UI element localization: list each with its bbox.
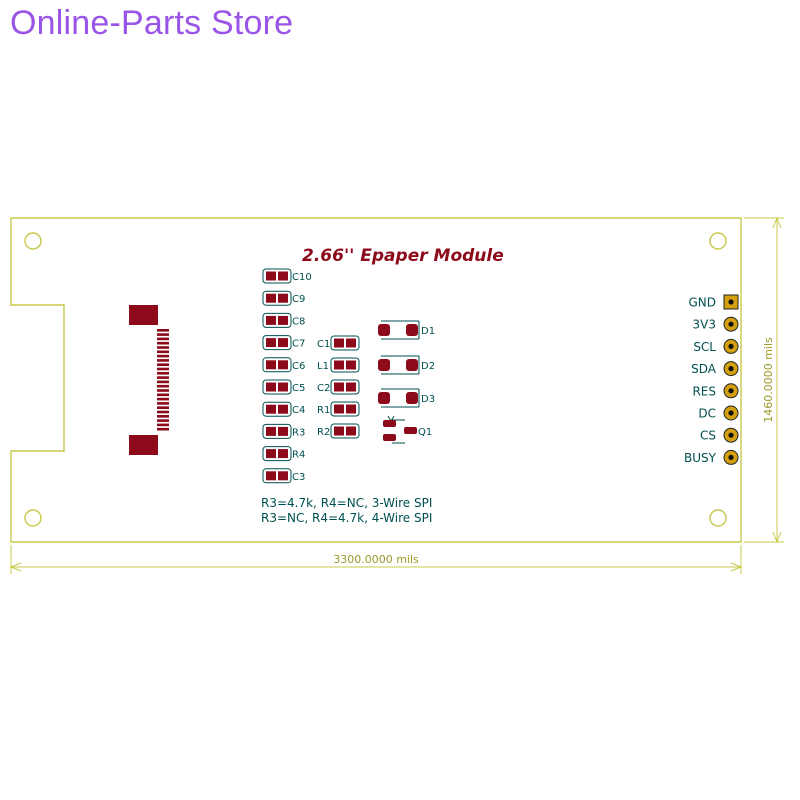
component-c7: C7 xyxy=(262,335,305,351)
pin-cs: CS xyxy=(700,427,739,443)
fpc-pin xyxy=(157,410,169,414)
pin-busy: BUSY xyxy=(684,449,739,465)
width-label: 3300.0000 mils xyxy=(333,553,419,566)
fpc-pin xyxy=(157,341,169,345)
pin-sda: SDA xyxy=(691,361,739,377)
component-c3-label: C3 xyxy=(292,472,305,483)
component-c8: C8 xyxy=(262,312,305,328)
component-c7-label: C7 xyxy=(292,339,305,350)
pin-label-busy: BUSY xyxy=(684,451,717,465)
fpc-pin xyxy=(157,367,169,371)
component-c10: C10 xyxy=(262,268,312,284)
fpc-connector xyxy=(129,305,169,455)
pin-label-3v3: 3V3 xyxy=(693,318,716,332)
fpc-pin xyxy=(157,427,169,431)
board-outline xyxy=(10,217,742,543)
component-c9-label: C9 xyxy=(292,294,305,305)
fpc-pin xyxy=(157,384,169,388)
fpc-pin xyxy=(157,354,169,358)
component-r1-label: R1 xyxy=(317,405,330,416)
mounting-hole xyxy=(709,232,727,250)
transistor-q1: Q1 xyxy=(383,415,432,444)
component-c6-label: C6 xyxy=(292,361,305,372)
pin-label-cs: CS xyxy=(700,429,716,443)
component-c2: C2 xyxy=(317,379,360,395)
component-c10-label: C10 xyxy=(292,272,312,283)
component-c4: C4 xyxy=(262,401,305,417)
fpc-pin xyxy=(157,350,169,354)
mounting-hole xyxy=(24,232,42,250)
pin-3v3: 3V3 xyxy=(693,316,739,332)
fpc-pin xyxy=(157,415,169,418)
fpc-pin xyxy=(157,372,169,375)
pin-scl: SCL xyxy=(693,338,739,354)
component-r4: R4 xyxy=(262,446,305,462)
component-c6: C6 xyxy=(262,357,305,373)
fpc-pin xyxy=(157,423,169,427)
component-c1-label: C1 xyxy=(317,339,330,350)
component-r3: R3 xyxy=(262,423,305,439)
fpc-pin xyxy=(157,406,169,409)
fpc-pin xyxy=(157,402,169,405)
pin-dc: DC xyxy=(698,405,739,421)
component-r2-label: R2 xyxy=(317,427,330,438)
component-c5: C5 xyxy=(262,379,305,395)
q1-label: Q1 xyxy=(418,427,432,438)
fpc-pin xyxy=(157,359,169,362)
fpc-pin xyxy=(157,397,169,401)
component-c5-label: C5 xyxy=(292,383,305,394)
fpc-pin xyxy=(157,376,169,379)
component-c2-label: C2 xyxy=(317,383,330,394)
fpc-pin xyxy=(157,389,169,392)
diode-d1-label: D1 xyxy=(421,326,435,337)
fpc-pin xyxy=(157,393,169,397)
pin-label-gnd: GND xyxy=(688,296,716,310)
component-l1-label: L1 xyxy=(317,361,329,372)
component-c3: C3 xyxy=(262,468,305,484)
width-dimension: 3300.0000 mils xyxy=(9,545,743,574)
fpc-pin xyxy=(157,346,169,349)
component-c1: C1 xyxy=(317,335,360,351)
pin-label-res: RES xyxy=(692,384,716,398)
component-c9: C9 xyxy=(262,290,305,306)
note-3wire: R3=4.7k, R4=NC, 3-Wire SPI xyxy=(261,496,432,510)
diode-d2-label: D2 xyxy=(421,361,435,372)
pin-label-sda: SDA xyxy=(691,362,717,376)
pin-gnd: GND xyxy=(688,294,739,310)
component-c4-label: C4 xyxy=(292,405,305,416)
mounting-hole xyxy=(709,509,727,527)
diode-d1: D1 xyxy=(378,320,435,340)
fpc-pins xyxy=(157,329,169,431)
pin-res: RES xyxy=(692,383,739,399)
pin-label-scl: SCL xyxy=(693,340,716,354)
mounting-hole xyxy=(24,509,42,527)
note-4wire: R3=NC, R4=4.7k, 4-Wire SPI xyxy=(261,511,432,525)
diode-d3: D3 xyxy=(378,388,435,408)
fpc-pin xyxy=(157,333,169,336)
height-label: 1460.0000 mils xyxy=(762,337,775,423)
store-title: Online-Parts Store xyxy=(10,4,294,42)
component-r2: R2 xyxy=(317,423,360,439)
fpc-pin xyxy=(157,329,169,332)
diode-d3-label: D3 xyxy=(421,394,435,405)
pin-label-dc: DC xyxy=(698,407,716,421)
fpc-pin xyxy=(157,419,169,422)
fpc-pin xyxy=(157,337,169,341)
component-r1: R1 xyxy=(317,401,360,417)
fpc-pin xyxy=(157,380,169,384)
component-c8-label: C8 xyxy=(292,316,305,327)
board-title: 2.66'' Epaper Module xyxy=(302,246,504,266)
height-dimension: 1460.0000 mils xyxy=(744,216,784,544)
component-r3-label: R3 xyxy=(292,427,305,438)
fpc-pin xyxy=(157,363,169,366)
component-l1: L1 xyxy=(317,357,360,373)
diode-d2: D2 xyxy=(378,355,435,375)
component-r4-label: R4 xyxy=(292,450,305,461)
